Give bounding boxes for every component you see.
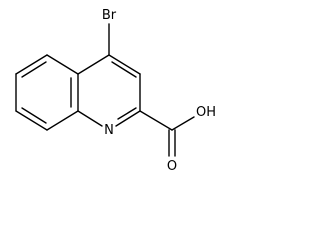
atom-labels: Br N OH O	[102, 8, 216, 174]
bond-c2-ccooh	[139, 110, 173, 131]
bond-c2-n1-inner	[117, 107, 137, 120]
bond-c7-c8-inner	[21, 107, 47, 124]
atom-label-bromine: Br	[102, 8, 117, 23]
atom-label-nitrogen: N	[104, 123, 114, 138]
atom-label-hydroxyl: OH	[196, 105, 216, 120]
bond-c4-c3	[108, 54, 141, 75]
atom-label-carbonyl-oxygen: O	[167, 159, 177, 174]
bond-c5-c6	[15, 54, 48, 75]
bond-c4a-c5	[46, 54, 79, 75]
bond-c2-n1	[115, 110, 141, 127]
bond-c8-c8a	[46, 110, 79, 131]
bond-n1-c8a	[77, 110, 103, 127]
bond-c4a-c4	[77, 54, 110, 75]
structure-diagram: Br N OH O	[15, 8, 216, 174]
bond-ccooh-oh	[171, 116, 195, 131]
bond-c7-c8	[15, 110, 48, 131]
bond-c5-c6-inner	[21, 61, 47, 78]
bonds	[15, 23, 195, 157]
bond-c4-c3-inner	[111, 61, 137, 78]
